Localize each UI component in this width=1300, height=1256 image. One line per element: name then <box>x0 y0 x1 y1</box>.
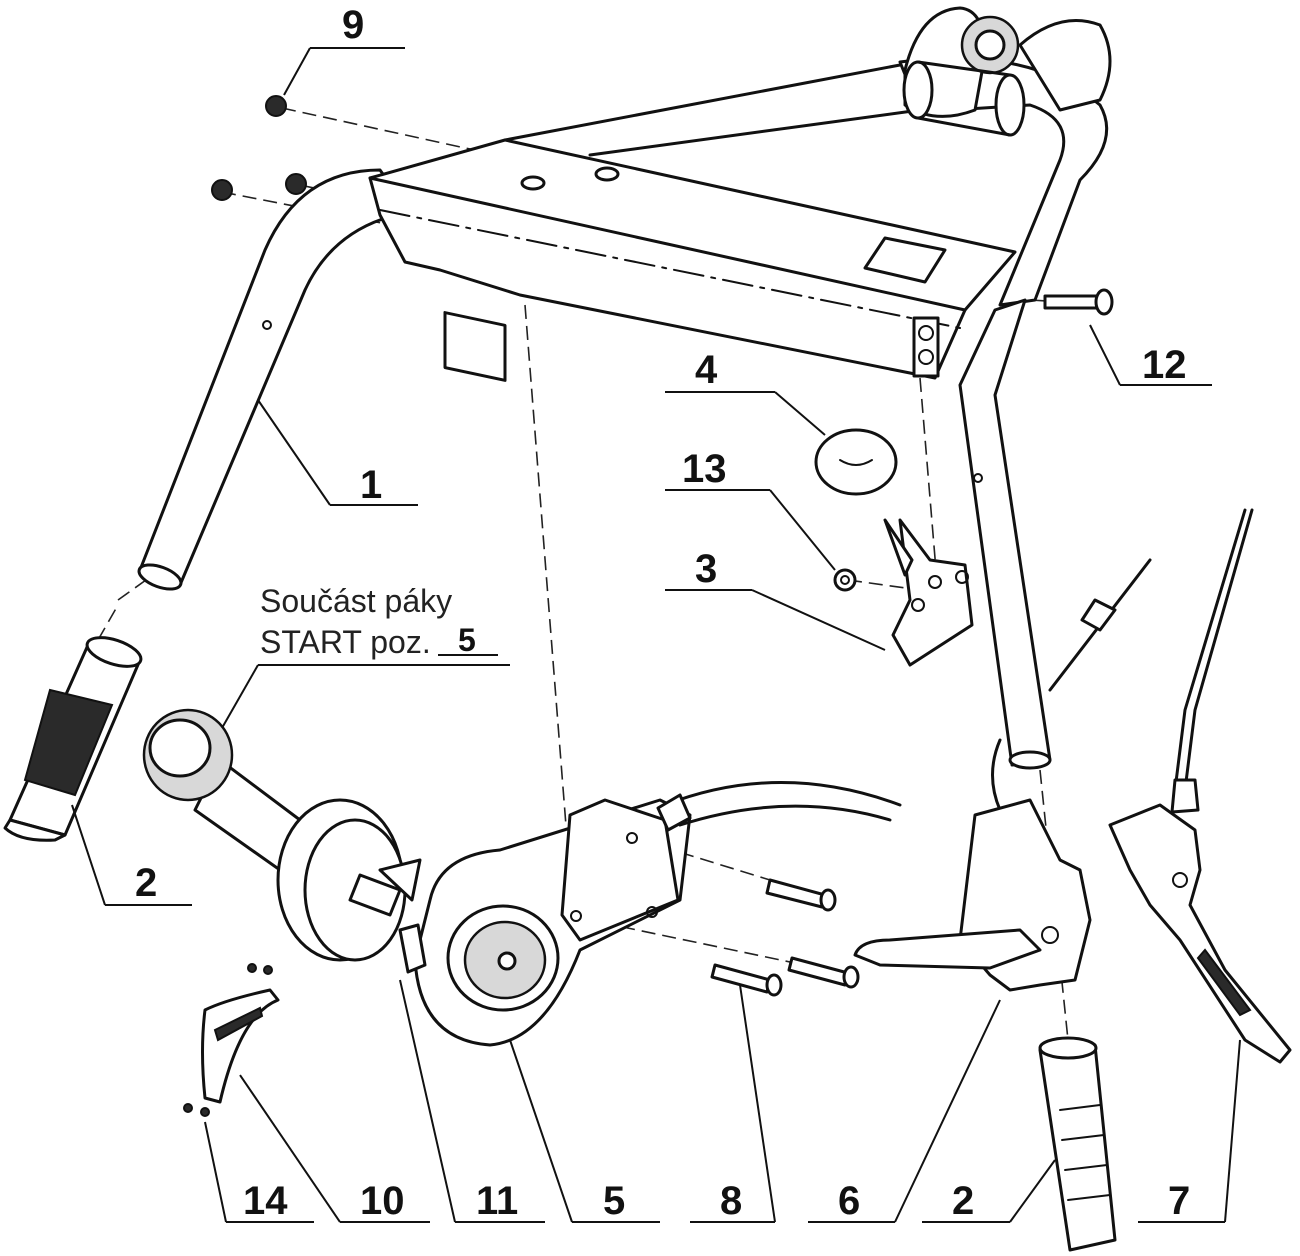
grip-right <box>1038 1036 1117 1252</box>
note-text: Součást páky START poz. 5 <box>260 583 498 660</box>
callout-11: 11 <box>476 1179 518 1223</box>
callout-14: 14 <box>243 1179 288 1223</box>
callout-6: 6 <box>838 1179 860 1223</box>
throttle-housing <box>413 781 902 1047</box>
nut-parts <box>211 95 307 201</box>
callout-12: 12 <box>1142 343 1187 387</box>
control-panel <box>368 138 1017 382</box>
callout-3: 3 <box>695 547 717 591</box>
grip-left <box>3 636 143 842</box>
callout-4: 4 <box>695 348 718 392</box>
callout-2-right: 2 <box>952 1179 974 1223</box>
callout-2-left: 2 <box>135 861 157 905</box>
callout-9: 9 <box>342 3 364 47</box>
leader-lines <box>71 47 1241 1223</box>
bolt-12 <box>1043 288 1114 316</box>
lever-assembly-7 <box>1108 508 1292 1064</box>
cap-4 <box>814 428 898 496</box>
callout-8: 8 <box>720 1179 742 1223</box>
handlebar-frame <box>137 6 1112 770</box>
callout-1: 1 <box>360 463 382 507</box>
start-lever <box>142 708 422 962</box>
screws-8 <box>710 878 860 997</box>
callout-7: 7 <box>1168 1179 1190 1223</box>
callout-5: 5 <box>603 1179 625 1223</box>
bracket-3 <box>883 518 974 667</box>
callout-10: 10 <box>360 1179 405 1223</box>
callout-13: 13 <box>682 447 727 491</box>
callout-labels: 9 1 12 4 13 3 2 14 10 11 5 8 6 2 7 <box>135 3 1190 1223</box>
note-line-2: START poz. <box>260 624 431 660</box>
note-line-1: Součást páky <box>260 583 452 619</box>
lever-assembly-6 <box>853 558 1152 992</box>
scale-plate-10 <box>183 963 280 1117</box>
nut-13 <box>833 568 857 592</box>
part-11 <box>398 923 427 974</box>
note-ref-number: 5 <box>458 622 476 658</box>
